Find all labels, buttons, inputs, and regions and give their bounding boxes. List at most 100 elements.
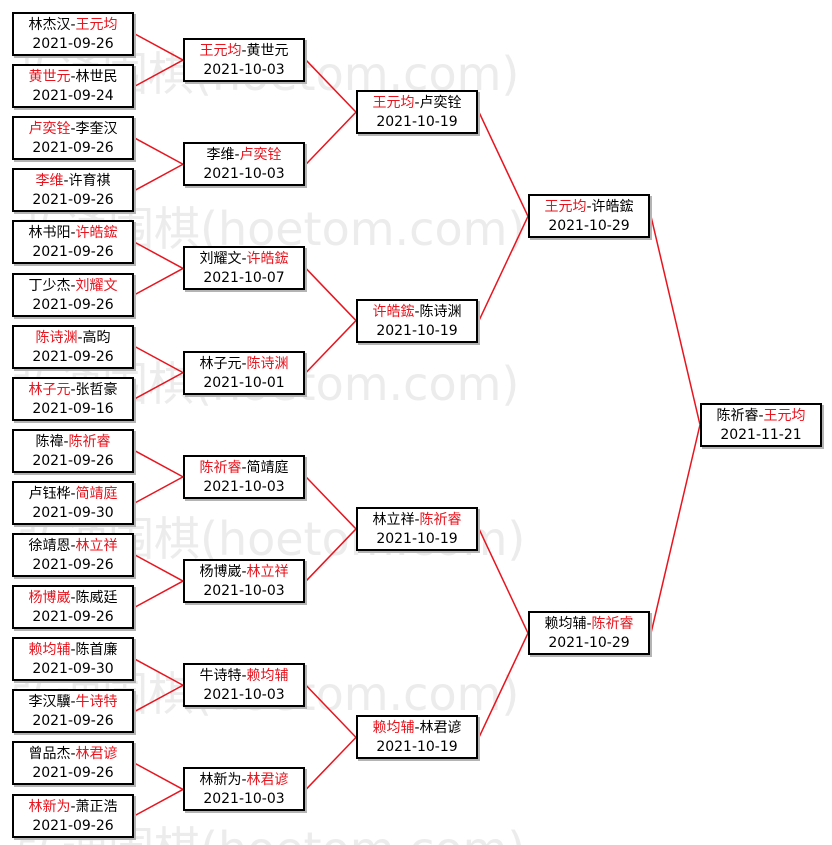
player-2-name: 林立祥 [75,538,118,554]
match-box-r2-6: 杨博崴-林立祥 2021-10-03 [183,559,305,604]
match-box-r1-2: 黄世元-林世民 2021-09-24 [12,64,134,109]
player-1-name: 杨博崴 [199,564,242,581]
player-2-name: 林君谚 [75,746,118,763]
match-date: 2021-09-26 [32,817,114,834]
vs-dash: - [586,616,592,633]
player-1-name: 陈祈睿 [199,459,242,476]
match-date: 2021-09-24 [32,88,114,105]
player-2-name: 卢奕铨 [419,95,462,112]
player-2-name: 许皓鋐 [246,251,289,268]
vs-dash: - [70,381,76,398]
player-2-name: 林君谚 [419,720,462,737]
connector-line [134,33,184,61]
player-1-name: 陈祈睿 [716,407,759,424]
connector-line [478,111,529,217]
vs-dash: - [414,95,420,112]
connector-line [305,684,357,738]
player-1-name: 黄世元 [28,69,71,86]
match-date: 2021-09-26 [32,244,114,261]
connector-line [134,59,184,87]
vs-dash: - [241,459,247,476]
connector-line [134,371,184,400]
vs-dash: - [586,199,592,216]
connector-line [650,216,701,425]
player-2-name: 简靖庭 [75,485,118,502]
match-date: 2021-09-30 [32,661,114,678]
player-2-name: 王元均 [75,17,118,33]
player-2-name: 刘耀文 [75,277,118,294]
vs-dash: - [70,798,76,815]
player-1-name: 陈禕 [35,433,64,450]
vs-dash: - [241,668,247,685]
vs-dash: - [63,173,69,190]
player-1-name: 杨博崴 [28,590,71,607]
player-2-name: 王元均 [763,407,806,424]
connector-line [305,736,357,790]
player-2-name: 陈祈睿 [419,511,462,528]
player-1-name: 林书阳 [28,225,71,242]
player-1-name: 王元均 [372,95,415,112]
match-date: 2021-10-19 [376,739,458,756]
connector-line [478,632,529,738]
player-2-name: 林君谚 [246,772,289,789]
match-date: 2021-10-19 [376,114,458,131]
match-date: 2021-09-16 [32,400,114,417]
player-2-name: 许皓鋐 [75,225,118,242]
player-1-name: 陈诗渊 [35,329,78,346]
vs-dash: - [70,538,76,554]
vs-dash: - [70,485,76,502]
player-1-name: 卢奕铨 [28,121,71,138]
player-1-name: 林立祥 [372,511,415,528]
player-1-name: 王元均 [199,43,242,60]
vs-dash: - [70,69,76,86]
player-2-name: 陈诗渊 [246,355,289,372]
player-1-name: 林杰汉 [28,17,71,33]
vs-dash: - [241,772,247,789]
player-2-name: 陈祈睿 [68,433,111,450]
player-2-name: 陈诗渊 [419,303,462,320]
player-2-name: 高昀 [82,329,111,346]
player-2-name: 卢奕铨 [239,147,282,164]
player-1-name: 李汉驥 [28,694,71,711]
player-1-name: 牛诗特 [199,668,242,685]
player-1-name: 许皓鋐 [372,303,415,320]
vs-dash: - [414,303,420,320]
connector-line [134,345,184,374]
player-2-name: 林立祥 [246,564,289,581]
connector-line [134,450,184,478]
connector-line [134,241,184,270]
match-date: 2021-09-26 [32,609,114,626]
player-2-name: 简靖庭 [246,459,289,476]
connector-line [478,216,529,321]
vs-dash: - [70,746,76,763]
player-1-name: 王元均 [544,199,587,216]
vs-dash: - [70,590,76,607]
vs-dash: - [241,564,247,581]
match-date: 2021-10-03 [203,62,285,79]
player-2-name: 林世民 [75,69,118,86]
player-1-name: 赖均辅 [28,642,71,659]
player-1-name: 赖均辅 [544,616,587,633]
player-1-name: 林新为 [199,772,242,789]
match-date: 2021-09-26 [32,140,114,157]
player-2-name: 陈首廉 [75,642,118,659]
match-date: 2021-10-03 [203,583,285,600]
connector-line [134,658,184,686]
player-2-name: 黄世元 [246,43,289,60]
connector-line [134,137,184,165]
player-1-name: 林子元 [199,355,242,372]
match-date: 2021-10-03 [203,166,285,183]
connector-line [134,684,184,712]
connector-line [305,59,357,113]
